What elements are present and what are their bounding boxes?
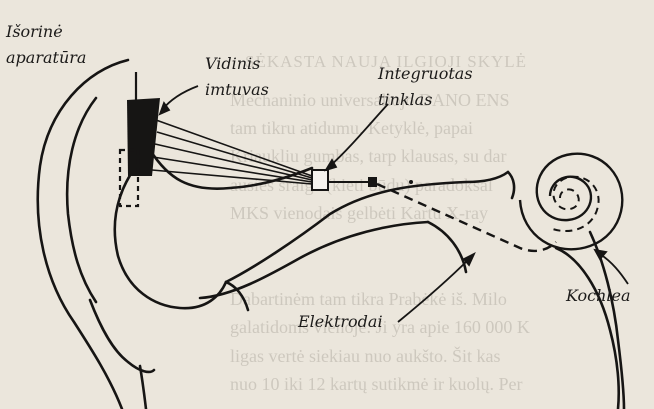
circuit-pointer — [330, 104, 388, 166]
label-integrated-circuit-line1: Integruotas — [378, 64, 473, 84]
helix-inner-fold — [67, 98, 96, 302]
inner-curve — [508, 172, 514, 198]
circuit-dot — [409, 180, 413, 184]
electrode-lead — [377, 184, 556, 251]
label-internal-receiver-line2: imtuvas — [205, 80, 269, 100]
external-device-body — [127, 98, 160, 176]
label-external-device-line1: Išorinė — [6, 22, 86, 42]
inner-curve-2 — [428, 222, 466, 272]
cochlea-nerve — [556, 248, 619, 409]
electrode-pointer — [398, 258, 470, 322]
label-external-device-line2: aparatūra — [6, 48, 86, 68]
external-device — [120, 72, 160, 206]
label-internal-receiver: Vidinis imtuvas — [205, 54, 269, 100]
circuit-chip — [368, 177, 377, 187]
label-internal-receiver-line1: Vidinis — [205, 54, 269, 74]
integrated-circuit-box — [312, 170, 328, 190]
label-integrated-circuit: Integruotas tinklas — [378, 64, 473, 110]
receiver-wires — [152, 120, 312, 184]
label-electrodes: Elektrodai — [298, 312, 383, 332]
label-cochlea: Kochlea — [566, 286, 631, 306]
label-external-device: Išorinė aparatūra — [6, 22, 86, 68]
cochlea-spiral — [520, 154, 622, 250]
label-integrated-circuit-line2: tinklas — [378, 90, 473, 110]
